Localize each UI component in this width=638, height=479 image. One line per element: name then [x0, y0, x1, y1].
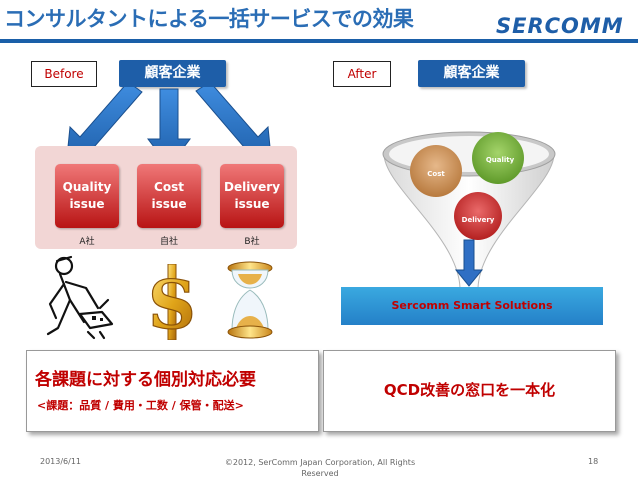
footer-copyright-line1: ©2012, SerComm Japan Corporation, All Ri…: [224, 458, 416, 467]
sercomm-logo: SERCOMM: [492, 13, 628, 38]
client-before: 顧客企業: [119, 60, 226, 87]
footer-copyright: ©2012, SerComm Japan Corporation, All Ri…: [200, 457, 440, 479]
cost-issue-box: Cost issue: [137, 164, 201, 228]
right-result-box: QCD改善の窓口を一本化: [323, 350, 616, 432]
logo-text: SERCOMM: [496, 14, 624, 37]
qcd-funnel: Cost Quality Delivery: [382, 131, 556, 289]
solutions-banner: Sercomm Smart Solutions: [341, 287, 603, 325]
before-label: Before: [31, 61, 97, 87]
quality-issue-line1: Quality: [62, 180, 112, 194]
delivery-issue-box: Delivery issue: [220, 164, 284, 228]
delivery-issue-line1: Delivery: [223, 180, 281, 194]
funnel-delivery-label: Delivery: [462, 216, 495, 224]
footer-copyright-line2: Reserved: [301, 469, 339, 478]
company-b-label: B社: [244, 237, 260, 247]
cost-issue-line1: Cost: [154, 180, 184, 194]
footer-page-number: 18: [588, 457, 599, 466]
left-result-subline: <課題：品質 / 費用・工数 / 保管・配送>: [37, 399, 244, 412]
hourglass-icon: [227, 261, 273, 339]
quality-issue-line2: issue: [69, 197, 105, 211]
company-self-label: 自社: [159, 237, 178, 247]
svg-text:S: S: [148, 266, 196, 340]
footer-date: 2013/6/11: [40, 457, 82, 466]
cost-issue-line2: issue: [151, 197, 187, 211]
funnel-arrow: [454, 239, 484, 287]
company-a-label: A社: [79, 237, 95, 247]
left-result-headline: 各課題に対する個別対応必要: [35, 370, 256, 390]
quality-issue-box: Quality issue: [55, 164, 119, 228]
quality-circle: [472, 132, 524, 184]
funnel-cost-label: Cost: [427, 170, 445, 178]
dollar-icon: S: [148, 264, 196, 340]
delivery-issue-line2: issue: [234, 197, 270, 211]
title-rule: [0, 39, 638, 43]
after-label: After: [333, 61, 391, 87]
funnel-quality-label: Quality: [486, 156, 515, 164]
right-result-headline: QCD改善の窓口を一本化: [383, 381, 556, 399]
stressed-worker-icon: [46, 255, 114, 340]
left-result-box: 各課題に対する個別対応必要 <課題：品質 / 費用・工数 / 保管・配送>: [26, 350, 319, 432]
delivery-circle: [454, 192, 502, 240]
client-after: 顧客企業: [418, 60, 525, 87]
cost-circle: [410, 145, 462, 197]
slide-title: コンサルタントによる一括サービスでの効果: [4, 7, 414, 31]
